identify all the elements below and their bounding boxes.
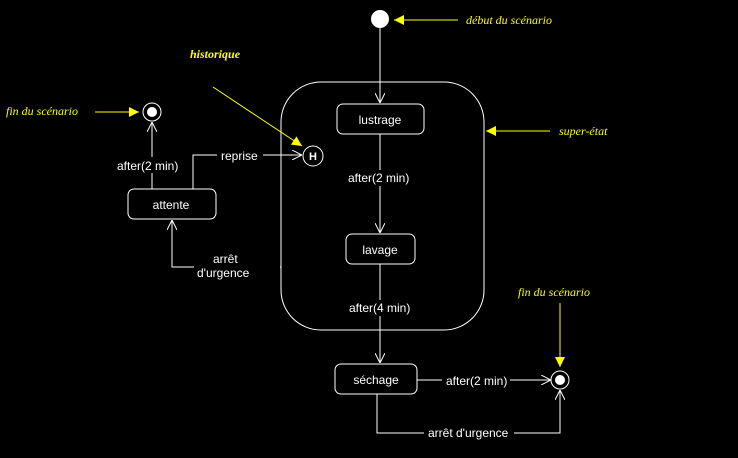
label-after-4min: after(4 min) <box>349 301 410 315</box>
final-state-left <box>142 102 162 122</box>
label-arret-urgence-sechage: arrêt d'urgence <box>428 426 509 440</box>
final-state-right <box>550 370 570 390</box>
transition-reprise <box>192 155 302 189</box>
state-lavage-label: lavage <box>362 243 398 257</box>
state-sechage <box>334 363 418 395</box>
initial-state <box>371 10 389 28</box>
annotation-debut: début du scénario <box>466 13 552 27</box>
final-state-right-core <box>555 375 565 385</box>
label-durgence: d'urgence <box>197 266 250 280</box>
label-reprise: reprise <box>221 149 258 163</box>
history-state-label: H <box>309 151 317 163</box>
annotation-super-etat: super-état <box>559 124 608 138</box>
annotation-fin-left: fin du scénario <box>6 104 78 118</box>
label-after-2min-attente: after(2 min) <box>117 159 178 173</box>
state-lustrage-label: lustrage <box>359 113 402 127</box>
annotation-fin-right: fin du scénario <box>518 285 590 299</box>
annotation-arrow-historique <box>212 86 303 147</box>
state-attente-label: attente <box>153 198 190 212</box>
label-after-2min-sechage: after(2 min) <box>446 374 507 388</box>
label-arret: arrêt <box>213 252 238 266</box>
label-after-2min-lustrage: after(2 min) <box>348 171 409 185</box>
annotation-historique: historique <box>190 47 241 61</box>
state-attente <box>127 188 217 220</box>
final-state-left-core <box>147 107 157 117</box>
history-state <box>302 145 324 167</box>
super-state-frame <box>280 81 485 331</box>
state-sechage-label: séchage <box>353 373 399 387</box>
